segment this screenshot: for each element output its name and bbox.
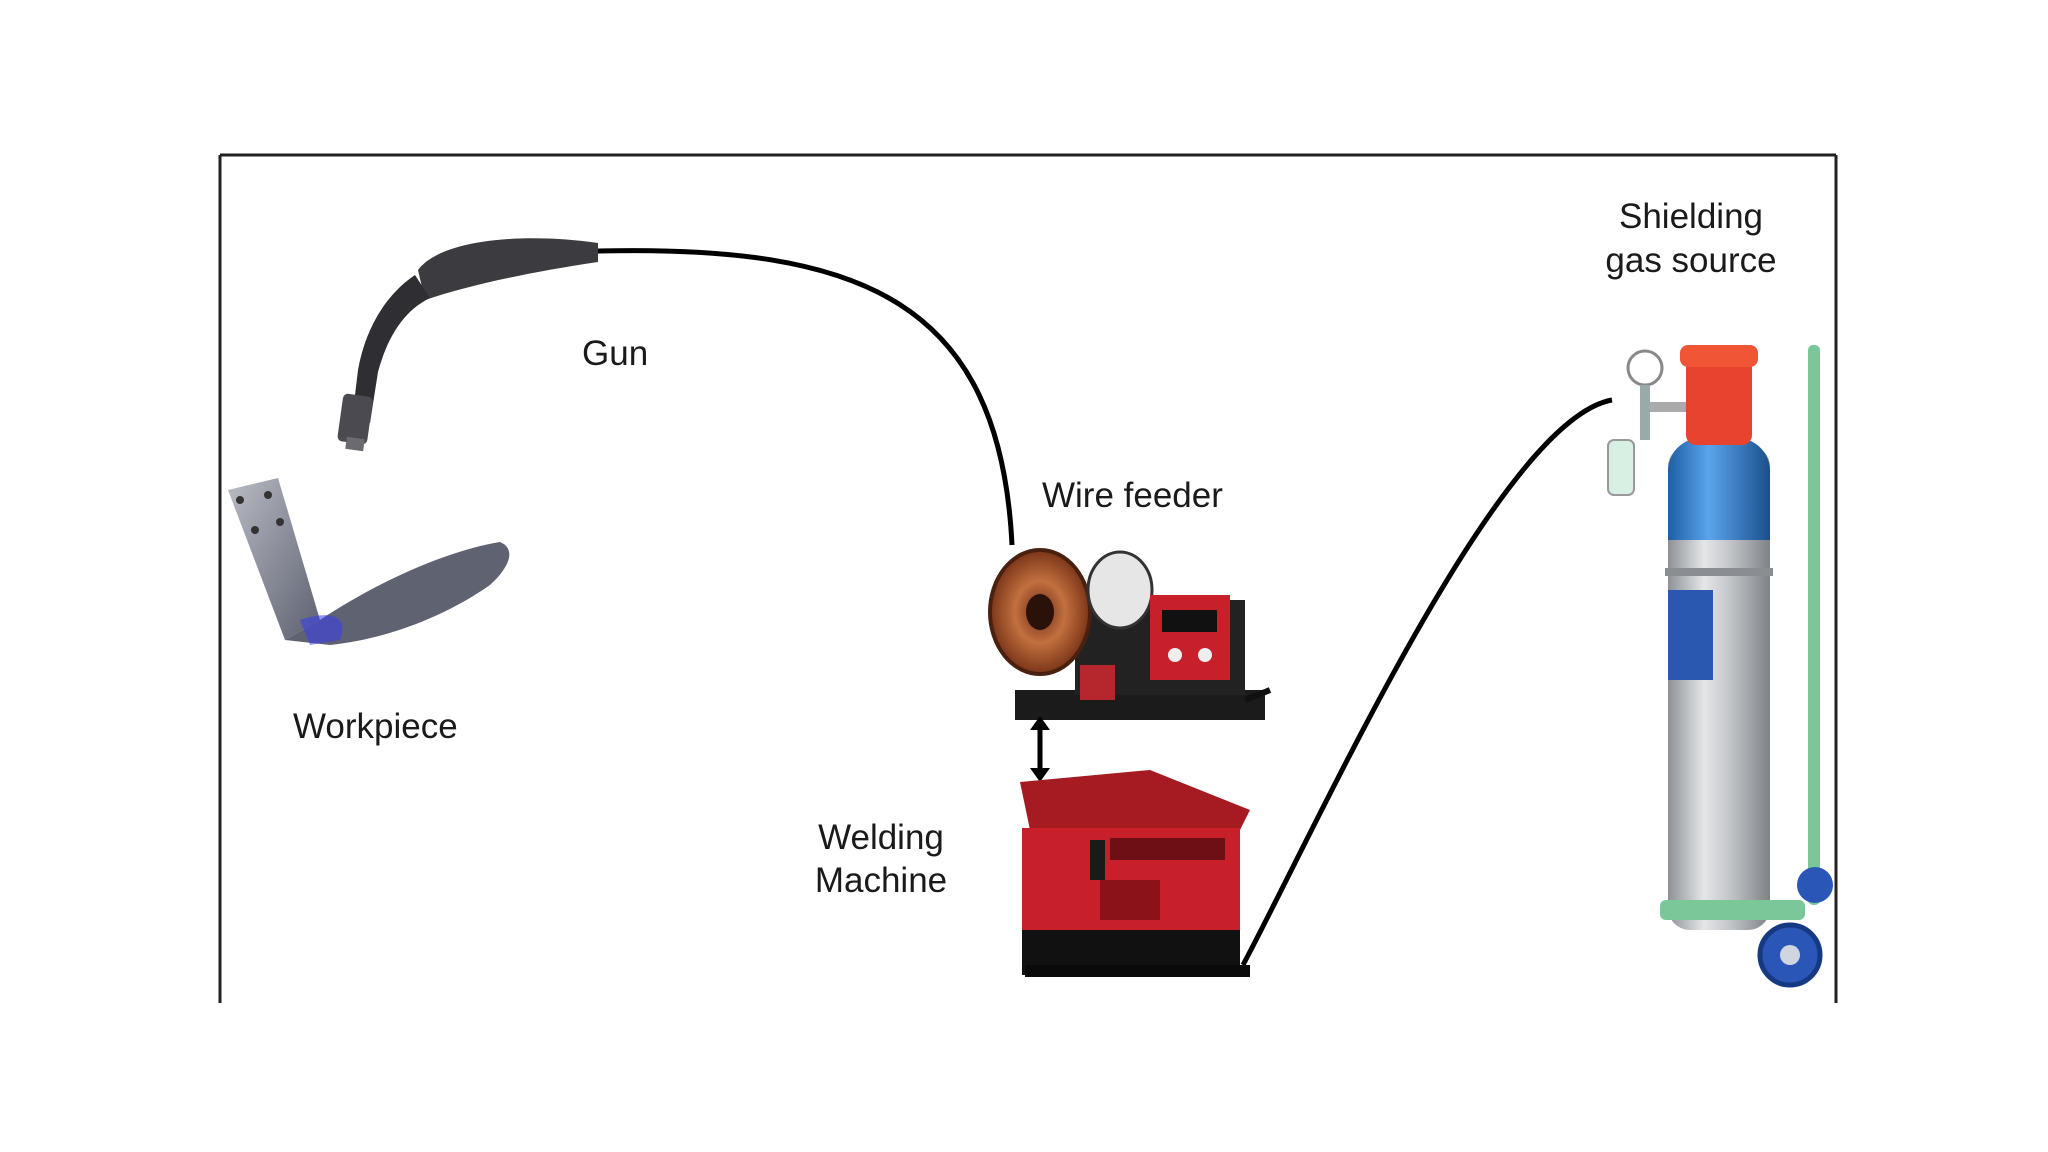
welding-machine-icon — [1020, 770, 1250, 977]
gas-source-label-line1: Shielding — [1619, 197, 1763, 236]
feeder-machine-link-arrow — [1030, 716, 1050, 782]
diagram-frame — [218, 153, 1838, 1003]
wire-feeder-icon — [988, 548, 1272, 720]
wire-feeder-label: Wire feeder — [1042, 476, 1223, 515]
welding-machine-label-line1: Welding — [818, 818, 944, 857]
workpiece-icon — [228, 478, 510, 645]
gun-cable — [597, 248, 1015, 546]
welding-machine-label-line2: Machine — [815, 861, 947, 900]
gas-cylinder-icon — [1607, 345, 1833, 988]
workpiece-label: Workpiece — [293, 707, 458, 746]
welding-gun-icon — [337, 238, 598, 452]
gas-source-label-line2: gas source — [1605, 241, 1776, 280]
gas-hose — [1240, 397, 1613, 967]
gun-label: Gun — [582, 334, 648, 373]
